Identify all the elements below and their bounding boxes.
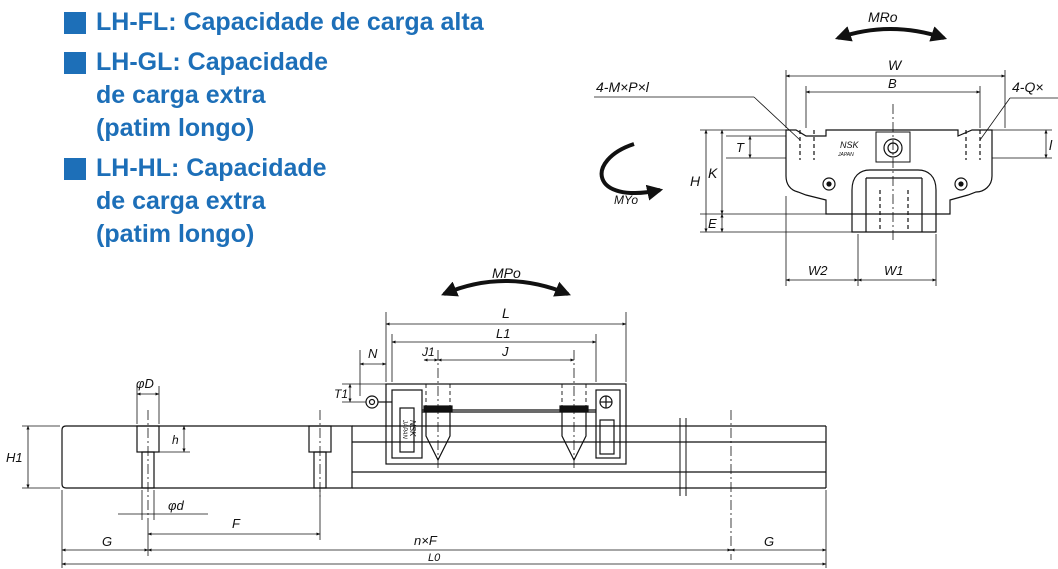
label-g-right: G xyxy=(764,534,774,549)
label-mount-right: 4-Q× xyxy=(1012,79,1044,95)
label-b: B xyxy=(888,76,897,91)
label-l0: L0 xyxy=(428,552,441,564)
label-w: W xyxy=(888,57,903,73)
heading-lh-gl: LH-GL: Capacidade de carga extra (patim … xyxy=(64,46,516,145)
rail-top xyxy=(851,169,937,214)
label-n: N xyxy=(368,346,378,361)
label-g-left: G xyxy=(102,534,112,549)
label-k: K xyxy=(708,165,718,181)
end-view-brand: NSK xyxy=(840,140,860,150)
roll-moment-arrow xyxy=(834,26,948,42)
label-f: F xyxy=(232,516,241,531)
side-view-brand: NSK xyxy=(408,420,417,437)
label-h-small: h xyxy=(172,433,179,447)
label-phi-d-small: φd xyxy=(168,498,184,513)
end-view-labels: MRo MYo W B 4-M×P×l 4-Q× l T H K E W2 W1… xyxy=(596,9,1053,278)
label-l-small: l xyxy=(1049,137,1053,153)
rail-outline xyxy=(851,214,937,233)
label-e: E xyxy=(708,216,717,231)
block-outline xyxy=(785,129,993,215)
pitch-moment-arrow xyxy=(441,279,571,297)
side-view-labels: MPo L L1 N J1 J T1 φD h H1 φd F G n×F G … xyxy=(6,265,774,564)
label-pitch-moment: MPo xyxy=(492,265,521,281)
label-l1: L1 xyxy=(496,326,510,341)
heading-lh-fl: LH-FL: Capacidade de carga alta xyxy=(64,6,516,39)
label-h1: H1 xyxy=(6,450,23,465)
bullet-square-icon xyxy=(64,12,86,34)
label-yaw-moment: MYo xyxy=(614,193,638,207)
heading-lh-hl: LH-HL: Capacidade de carga extra (patim … xyxy=(64,152,516,251)
side-view-brand-sub: JAPAN xyxy=(401,419,407,440)
label-j: J xyxy=(501,344,509,359)
end-view xyxy=(594,26,1058,286)
headings: LH-FL: Capacidade de carga alta LH-GL: C… xyxy=(64,6,516,258)
label-phi-d-big: φD xyxy=(136,376,154,391)
side-view xyxy=(22,279,827,568)
label-j1: J1 xyxy=(421,345,435,359)
label-mount-left: 4-M×P×l xyxy=(596,79,650,95)
bullet-square-icon xyxy=(64,158,86,180)
block-side xyxy=(385,383,627,465)
label-h: H xyxy=(690,173,701,189)
bullet-square-icon xyxy=(64,52,86,74)
label-w2: W2 xyxy=(808,263,828,278)
yaw-moment-arrow xyxy=(599,142,664,201)
label-l: L xyxy=(502,305,510,321)
label-nf: n×F xyxy=(414,533,438,548)
end-view-brand-sub: JAPAN xyxy=(837,152,854,158)
label-t1: T1 xyxy=(334,387,348,401)
label-w1: W1 xyxy=(884,263,904,278)
label-t: T xyxy=(736,140,745,155)
label-roll-moment: MRo xyxy=(868,9,898,25)
